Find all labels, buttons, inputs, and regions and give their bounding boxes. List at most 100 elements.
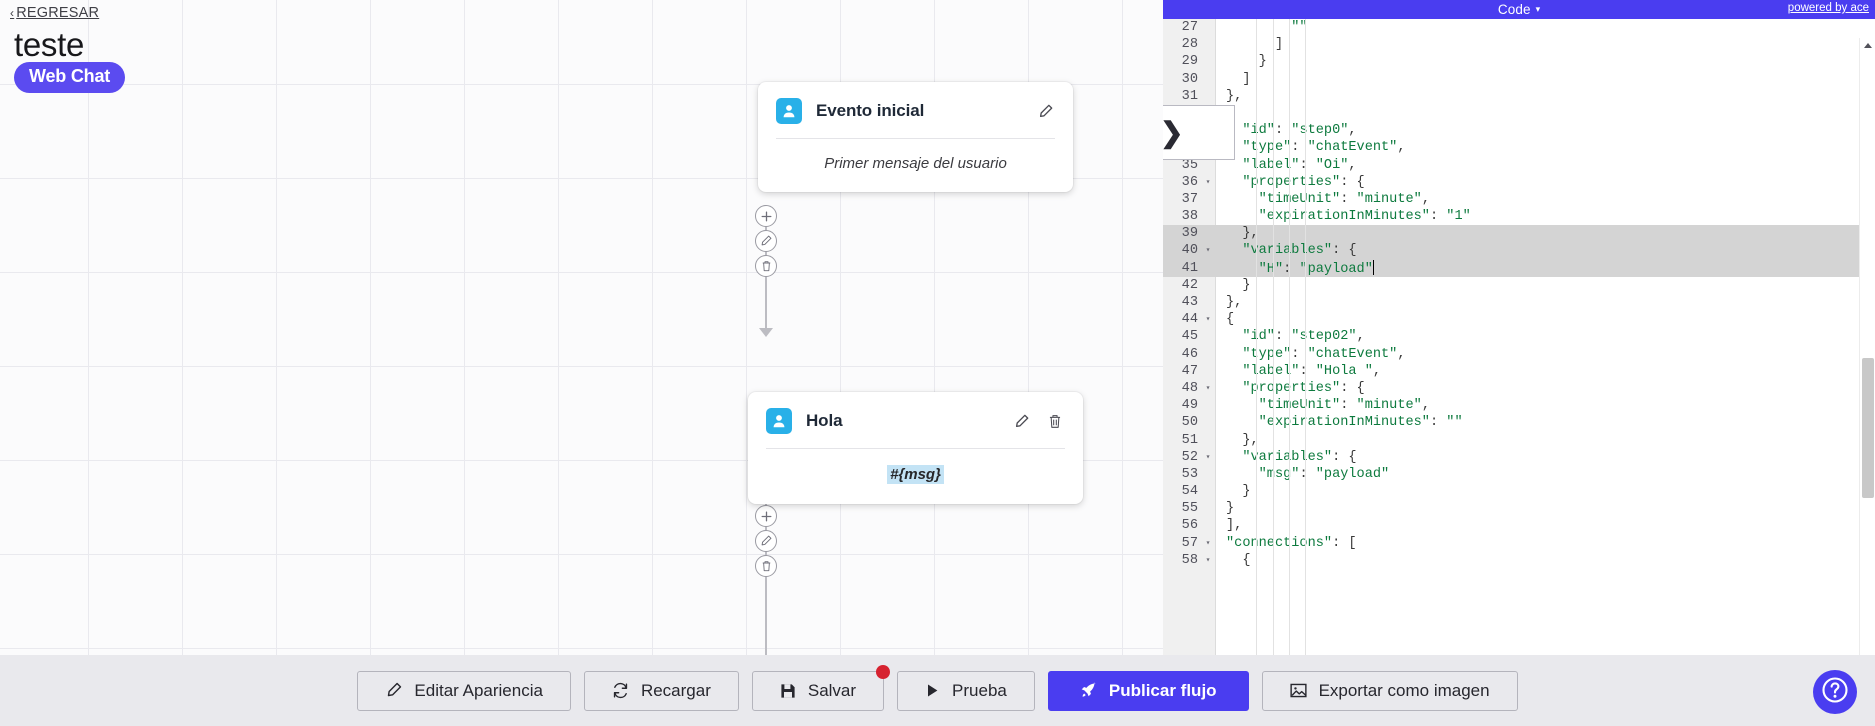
code-line[interactable]: 42 } [1163,277,1875,294]
code-line[interactable]: 38 "expirationInMinutes": "1" [1163,208,1875,225]
code-line-number: 38 [1181,209,1198,225]
divider [766,448,1065,449]
flow-node-evento-inicial[interactable]: Evento inicial Primer mensaje del usuari… [758,82,1073,192]
code-line[interactable]: 41 "H": "payload" [1163,259,1875,277]
code-fold-spacer [1201,500,1215,517]
powered-by-link[interactable]: powered by ace [1787,2,1869,14]
code-line[interactable]: 45 "id": "step02", [1163,328,1875,345]
code-line-text: } [1226,501,1235,517]
code-editor-content[interactable]: 27 ""28 ]29 }30 ]31},32▾{33 "id": "step0… [1163,19,1875,655]
code-editor-panel[interactable]: Code ▾ powered by ace 27 ""28 ]29 }30 ]3… [1163,0,1875,655]
code-line[interactable]: 57▾"connections": [ [1163,535,1875,552]
refresh-icon [612,682,629,699]
code-line[interactable]: 48▾ "properties": { [1163,380,1875,397]
edit-icon[interactable] [1035,101,1055,121]
code-line[interactable]: 56], [1163,517,1875,534]
code-line-text: "" [1291,20,1308,35]
connector-edit-button-2[interactable] [755,530,777,552]
code-fold-toggle-icon[interactable]: ▾ [1205,538,1211,548]
flow-node-hola[interactable]: Hola #{msg} [748,392,1083,504]
scroll-up-arrow-icon[interactable] [1860,38,1875,54]
code-fold-spacer [1201,466,1215,483]
code-fold-spacer [1201,277,1215,294]
code-line-number: 44 [1181,312,1198,328]
code-line-text: "variables": { [1242,243,1357,259]
code-fold-spacer [1201,432,1215,449]
code-line-number: 47 [1181,363,1198,379]
code-line[interactable]: 54 } [1163,483,1875,500]
code-line[interactable]: 37 "timeUnit": "minute", [1163,191,1875,208]
connector-toolbar-2[interactable] [755,505,777,577]
publish-flow-button[interactable]: Publicar flujo [1047,670,1249,711]
code-line[interactable]: 35 "label": "Oi", [1163,157,1875,174]
code-line[interactable]: 58▾ { [1163,552,1875,569]
code-fold-toggle-icon[interactable]: ▾ [1205,555,1211,565]
flow-canvas[interactable]: ‹ REGRESAR teste Web Chat [0,0,1168,655]
code-fold-toggle-icon[interactable]: ▾ [1205,383,1211,393]
code-line[interactable]: 30 ] [1163,71,1875,88]
code-fold-spacer [1201,88,1215,105]
chevron-down-icon[interactable]: ▾ [1535,4,1541,14]
code-line[interactable]: 46 "type": "chatEvent", [1163,346,1875,363]
code-line[interactable]: 32▾{ [1163,105,1875,122]
connector-delete-button-2[interactable] [755,555,777,577]
code-fold-spacer [1201,53,1215,70]
export-as-image-button[interactable]: Exportar como imagen [1261,670,1518,711]
code-line-number: 58 [1181,552,1198,568]
unsaved-changes-badge [876,664,891,679]
help-button[interactable] [1813,670,1857,714]
connector-delete-button-1[interactable] [755,255,777,277]
code-line[interactable]: 43}, [1163,294,1875,311]
code-line[interactable]: 28 ] [1163,36,1875,53]
back-link[interactable]: ‹ REGRESAR [10,5,99,21]
code-line-text: }, [1226,432,1259,448]
code-line[interactable]: 55} [1163,500,1875,517]
connector-toolbar-1[interactable] [755,205,777,277]
save-button[interactable]: Salvar [751,664,891,711]
code-line[interactable]: 47 "label": "Hola ", [1163,363,1875,380]
connector-edit-button-1[interactable] [755,230,777,252]
panel-collapse-handle[interactable]: ❯ [1163,105,1235,160]
code-line[interactable]: 27 "" [1163,19,1875,36]
code-fold-toggle-icon[interactable]: ▾ [1205,315,1211,325]
code-line[interactable]: 51 }, [1163,432,1875,449]
code-scrollbar[interactable] [1859,38,1875,655]
flow-node-body-text: #{msg} [887,465,944,484]
indent-guide [1256,19,1258,655]
code-line-text: { [1215,105,1875,122]
code-line[interactable]: 33 "id": "step0", [1163,122,1875,139]
code-line[interactable]: 49 "timeUnit": "minute", [1163,397,1875,414]
code-fold-toggle-icon[interactable]: ▾ [1205,246,1211,256]
scrollbar-thumb[interactable] [1862,358,1874,498]
code-line[interactable]: 40 ▾ "variables": { [1163,242,1875,260]
code-line-text: "label": "Hola ", [1242,363,1382,379]
connector-add-button-2[interactable] [755,505,777,527]
code-line[interactable]: 53 "msg": "payload" [1163,466,1875,483]
code-line-text: "expirationInMinutes": "1" [1258,209,1471,225]
code-line[interactable]: 31}, [1163,88,1875,105]
code-line-number: 40 [1181,243,1198,259]
code-line[interactable]: 36▾ "properties": { [1163,174,1875,191]
play-icon [925,683,940,698]
delete-icon[interactable] [1045,411,1065,431]
code-line[interactable]: 39 }, [1163,225,1875,243]
test-button[interactable]: Prueba [897,670,1035,711]
code-line[interactable]: 44▾{ [1163,311,1875,328]
code-fold-spacer [1201,260,1215,277]
code-line-number: 46 [1181,346,1198,362]
code-line-number: 30 [1181,71,1198,87]
code-lines[interactable]: 27 ""28 ]29 }30 ]31},32▾{33 "id": "step0… [1163,19,1875,569]
page-title: teste [14,26,85,63]
edit-icon[interactable] [1011,411,1031,431]
edit-appearance-button[interactable]: Editar Apariencia [357,670,571,711]
code-editor-title[interactable]: Code [1497,2,1531,17]
connector-add-button-1[interactable] [755,205,777,227]
code-line[interactable]: 29 } [1163,53,1875,70]
reload-button[interactable]: Recargar [583,670,739,711]
code-line[interactable]: 52▾ "variables": { [1163,449,1875,466]
code-fold-toggle-icon[interactable]: ▾ [1205,177,1211,187]
code-fold-toggle-icon[interactable]: ▾ [1205,452,1211,462]
code-line-number: 28 [1181,37,1198,53]
code-line[interactable]: 50 "expirationInMinutes": "" [1163,414,1875,431]
code-line[interactable]: 34 "type": "chatEvent", [1163,139,1875,156]
